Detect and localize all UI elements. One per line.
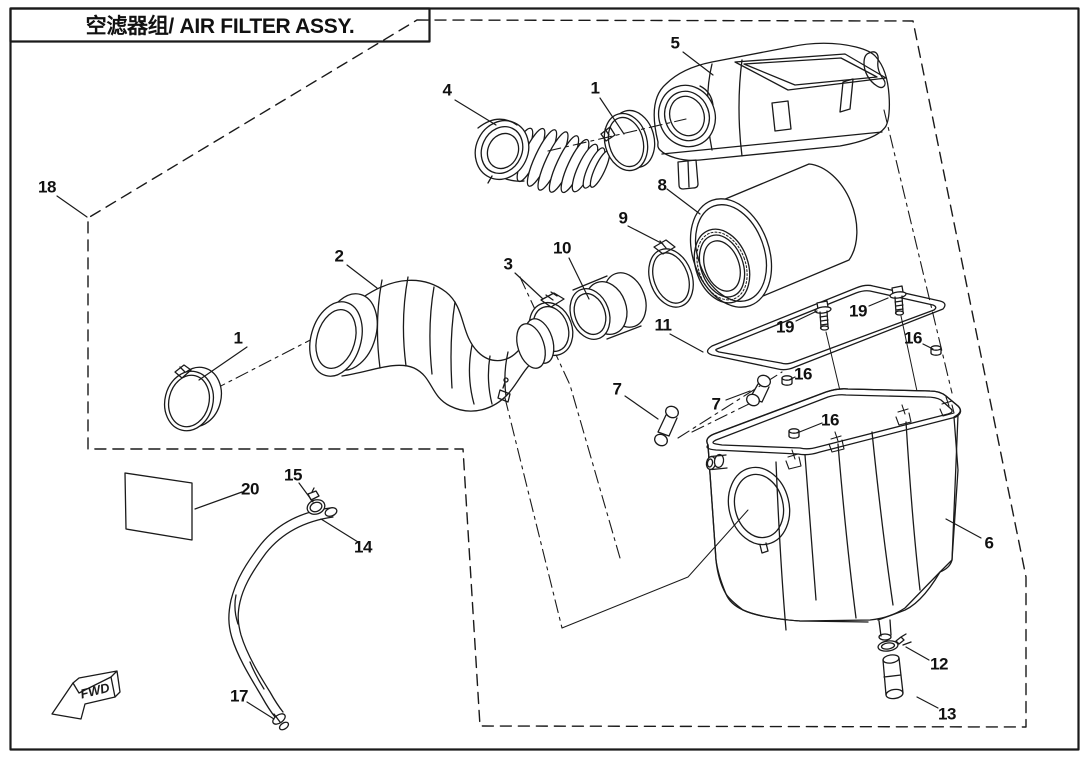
- part-4-intake-snorkel: [474, 118, 611, 194]
- part-1-clamp-top: [600, 109, 656, 172]
- part-label-11: 11: [654, 315, 672, 335]
- part-label-5: 5: [670, 33, 680, 53]
- fwd-arrow: FWD: [51, 670, 121, 720]
- part-10-connector-hose: [569, 272, 647, 340]
- part-label-1-left: 1: [233, 328, 243, 348]
- part-label-7-right: 7: [711, 394, 721, 414]
- part-9-clamp: [648, 239, 694, 308]
- part-1-clamp-left: [163, 364, 223, 432]
- fwd-arrow-label: FWD: [79, 680, 112, 702]
- part-label-2: 2: [334, 246, 344, 266]
- part-label-3: 3: [503, 254, 513, 274]
- part-label-16-low: 16: [821, 410, 839, 430]
- part-label-6: 6: [984, 533, 994, 553]
- part-label-12: 12: [930, 654, 948, 674]
- part-label-19-left: 19: [776, 317, 794, 337]
- center-lines: [212, 276, 783, 629]
- part-11-gasket: [706, 284, 946, 371]
- part-19-bolts: [814, 285, 907, 331]
- part-2-intake-hose: [309, 276, 555, 412]
- part-label-8: 8: [657, 175, 667, 195]
- part-label-4: 4: [442, 80, 452, 100]
- title-box: [9, 7, 431, 43]
- outer-border: [9, 7, 1080, 751]
- part-label-15: 15: [284, 465, 302, 485]
- part-label-10: 10: [553, 238, 571, 258]
- part-label-19-right: 19: [849, 301, 867, 321]
- part-20-sticker: [124, 472, 193, 541]
- part-13-drain-tube: [882, 654, 904, 700]
- part-label-17: 17: [230, 686, 248, 706]
- part-14-drain-hose: [228, 507, 338, 718]
- part-label-18: 18: [38, 177, 56, 197]
- boundary-dashed: [87, 19, 1027, 728]
- leader-lines: [56, 51, 982, 720]
- part-12-drain-clamp: [877, 633, 912, 652]
- center-lines-front: [547, 109, 953, 629]
- part-15-clamp: [306, 487, 326, 515]
- part-label-9: 9: [618, 208, 628, 228]
- part-5-cover: [653, 42, 891, 190]
- part-label-14: 14: [354, 537, 372, 557]
- part-label-16-right: 16: [904, 328, 922, 348]
- part-label-7-left: 7: [612, 379, 622, 399]
- part-label-13: 13: [938, 704, 956, 724]
- part-label-20: 20: [241, 479, 259, 499]
- part-7-brackets: [654, 374, 771, 447]
- page-title: 空滤器组/ AIR FILTER ASSY.: [85, 15, 355, 38]
- part-8-filter-element: [689, 163, 858, 308]
- part-label-1-top: 1: [590, 78, 600, 98]
- part-17-hose-end: [272, 713, 290, 731]
- part-label-16-mid: 16: [794, 364, 812, 384]
- part-6-airbox-body: [705, 388, 962, 641]
